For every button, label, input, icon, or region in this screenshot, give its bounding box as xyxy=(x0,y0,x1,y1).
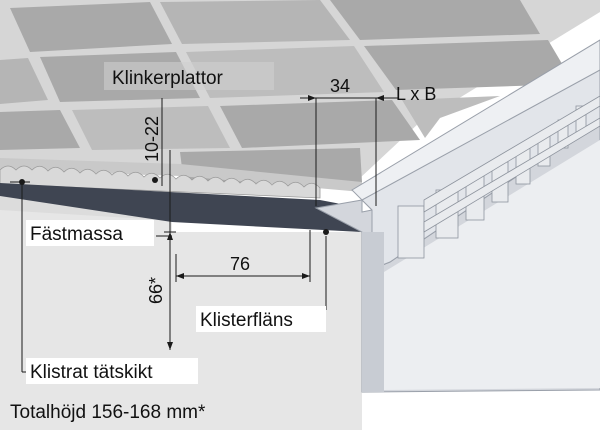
membrane-label: Klistrat tätskikt xyxy=(30,362,153,383)
flange-label: Klisterfläns xyxy=(200,310,293,331)
dimension-arrows xyxy=(167,95,384,350)
tile-thickness-dimension: 10-22 xyxy=(142,116,162,162)
tiles-label: Klinkerplattor xyxy=(112,68,224,89)
dimension-lines xyxy=(10,97,398,373)
total-height-label: Totalhöjd 156-168 mm* xyxy=(10,402,206,423)
frame-width-dimension: 34 xyxy=(330,76,350,96)
adhesive-label: Fästmassa xyxy=(30,224,123,245)
tile-edge xyxy=(0,158,362,192)
drain-grating xyxy=(397,95,600,259)
flange-width-dimension: 76 xyxy=(230,254,250,274)
adhesive-layer xyxy=(0,165,321,199)
height-dimension: 66* xyxy=(146,277,166,304)
membrane-layer xyxy=(0,183,362,232)
grating-size-dimension: L x B xyxy=(396,84,436,104)
